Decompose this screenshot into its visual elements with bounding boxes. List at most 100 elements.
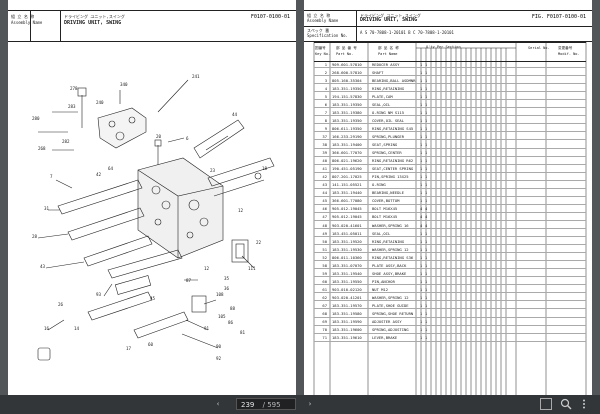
part-name-cell: SHAFT: [372, 69, 384, 75]
key-cell: 41: [322, 166, 327, 172]
svg-text:111: 111: [248, 266, 256, 271]
qty-cell: 1: [420, 142, 423, 148]
part-number-cell: 183-351-19350: [332, 85, 362, 91]
qty-cell-b: 1: [425, 286, 428, 292]
svg-text:88: 88: [230, 306, 236, 311]
svg-text:31: 31: [44, 206, 50, 211]
part-number-cell: 183-351-19580: [332, 311, 362, 317]
fig-code: F0107-0100-01: [250, 14, 290, 20]
qty-cell-b: 1: [425, 109, 428, 115]
key-cell: 71: [322, 335, 327, 341]
key-cell: 52: [322, 254, 327, 260]
svg-text:35: 35: [224, 276, 230, 281]
key-cell: 45: [322, 198, 327, 204]
part-number-cell: 183-351-19520: [332, 238, 362, 244]
col-key-en: Key No.: [315, 52, 331, 56]
svg-text:44: 44: [232, 112, 238, 117]
fit-page-icon[interactable]: [540, 398, 552, 410]
part-number-cell: 194-151-57830: [332, 93, 362, 99]
qty-cell-b: 1: [425, 61, 428, 67]
chevron-right-icon[interactable]: ›: [308, 400, 312, 408]
fig-code: FIG. F0107-0100-01: [531, 14, 586, 20]
left-page-header: 組 立 名 称 Assembly Name ドライビング ユニット,スイング D…: [8, 10, 296, 42]
key-cell: 38: [322, 142, 327, 148]
qty-cell: 1: [420, 125, 423, 131]
part-name-cell: O-RING NM S115: [372, 109, 405, 115]
part-number-cell: 166-233-29190: [332, 134, 362, 140]
page-number-field[interactable]: 239 / 595: [236, 398, 296, 410]
key-cell: 42: [322, 174, 327, 180]
svg-text:268: 268: [38, 146, 46, 151]
svg-text:86: 86: [228, 320, 234, 325]
qty-cell: 1: [420, 246, 423, 252]
part-name-cell: SPRING,SHOE RETURN: [372, 311, 414, 317]
svg-text:81: 81: [240, 330, 246, 335]
col-qty: Q'ty Per Section: [426, 45, 461, 49]
qty-cell-b: 4: [425, 214, 428, 220]
key-cell: 40: [322, 158, 327, 164]
svg-text:340: 340: [120, 82, 128, 87]
svg-text:6: 6: [186, 136, 189, 141]
qty-cell-b: 1: [425, 101, 428, 107]
qty-cell: 1: [420, 303, 423, 308]
part-name-cell: RING,RETAINING S36: [372, 254, 414, 260]
part-name-cell: RING,RETAINING: [372, 238, 405, 244]
qty-cell: 1: [420, 286, 423, 292]
key-cell: 48: [322, 222, 327, 228]
qty-cell: 1: [420, 335, 423, 341]
key-cell: 43: [322, 182, 327, 188]
svg-text:23: 23: [210, 168, 216, 173]
chevron-left-icon[interactable]: ‹: [216, 400, 220, 408]
assembly-label-jp: 組 立 名 称: [307, 13, 331, 18]
svg-text:92: 92: [216, 356, 222, 361]
svg-text:241: 241: [192, 74, 200, 79]
part-name-cell: PIN,ANCHOR: [372, 278, 395, 284]
qty-cell-b: 1: [425, 254, 428, 260]
svg-text:7: 7: [50, 174, 53, 179]
svg-text:60: 60: [148, 342, 154, 347]
qty-cell: 4: [420, 222, 423, 228]
part-number-cell: 183-351-19570: [332, 303, 362, 308]
part-number-cell: 806-611-19350: [332, 125, 362, 131]
svg-text:20: 20: [156, 134, 162, 139]
part-name-cell: RING,RETAINING S45: [372, 125, 414, 131]
qty-cell-b: 1: [425, 166, 428, 172]
qty-cell: 1: [420, 61, 423, 67]
part-number-cell: 903-020-41201: [332, 294, 362, 300]
qty-cell: 1: [420, 93, 423, 99]
svg-text:93: 93: [96, 292, 102, 297]
part-number-cell: 903-010-02120: [332, 286, 362, 292]
title-jp: ドライビング ユニット,スイング: [360, 13, 421, 18]
qty-cell: 1: [420, 69, 423, 75]
svg-text:28: 28: [32, 234, 38, 239]
qty-cell-b: 1: [425, 294, 428, 300]
part-name-cell: SPRING,PLUNGER: [372, 134, 405, 140]
key-cell: 9: [324, 125, 327, 131]
part-number-cell: 366-601-77080: [332, 198, 362, 204]
part-number-cell: 806-011-10360: [332, 254, 362, 260]
qty-cell-b: 1: [425, 190, 428, 196]
qty-cell-b: 1: [425, 311, 428, 317]
zoom-icon[interactable]: [560, 398, 572, 410]
qty-cell: 1: [420, 238, 423, 244]
svg-text:16: 16: [44, 326, 50, 331]
viewer-toolbar: ‹ 239 / 595 ›: [0, 395, 600, 414]
qty-cell: 1: [420, 166, 423, 172]
part-number-cell: 183-351-19600: [332, 327, 362, 333]
part-name-cell: BEARING,BALL ASDMNR: [372, 77, 416, 83]
more-icon[interactable]: [578, 398, 590, 410]
part-number-cell: 268-600-57810: [332, 69, 362, 75]
part-number-cell: 183-351-19380: [332, 109, 362, 115]
